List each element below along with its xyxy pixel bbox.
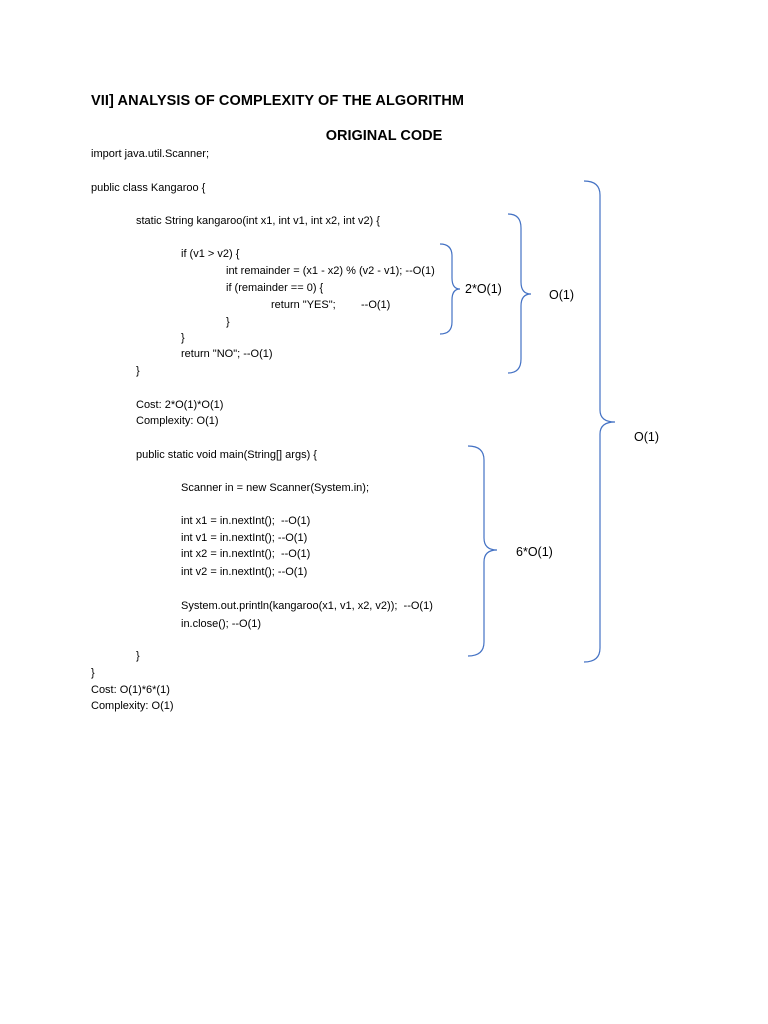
brace-inner-if — [439, 243, 461, 335]
code-line-return-yes: return "YES"; — [271, 299, 336, 311]
brace-kangaroo-method — [507, 213, 532, 374]
cost-line-main: Cost: O(1)*6*(1) — [91, 684, 170, 696]
code-line-v2: int v2 = in.nextInt(); --O(1) — [181, 566, 308, 578]
code-line-class-decl: public class Kangaroo { — [91, 182, 206, 194]
brace-whole-class — [583, 180, 616, 663]
annotation-kangaroo-method: O(1) — [549, 288, 574, 302]
code-line-if-v1: if (v1 > v2) { — [181, 248, 240, 260]
section-heading: VII] ANALYSIS OF COMPLEXITY OF THE ALGOR… — [91, 93, 465, 109]
complexity-line-main: Complexity: O(1) — [91, 700, 174, 712]
annotation-whole-class: O(1) — [634, 430, 659, 444]
code-line-close-main: } — [136, 650, 140, 662]
code-line-close-class: } — [91, 667, 95, 679]
code-line-close-scanner: in.close(); --O(1) — [181, 618, 262, 630]
code-line-println: System.out.println(kangaroo(x1, v1, x2, … — [181, 600, 433, 612]
annotation-main-method: 6*O(1) — [516, 545, 553, 559]
code-line-import: import java.util.Scanner; — [91, 148, 209, 160]
code-line-close-method: } — [136, 365, 140, 377]
code-line-close-inner: } — [226, 316, 230, 328]
code-line-return-no: return "NO"; --O(1) — [181, 348, 273, 360]
code-line-return-yes-cost: --O(1) — [361, 299, 391, 311]
code-line-x1: int x1 = in.nextInt(); --O(1) — [181, 515, 311, 527]
code-line-if-remainder: if (remainder == 0) { — [226, 282, 324, 294]
code-line-x2: int x2 = in.nextInt(); --O(1) — [181, 548, 311, 560]
cost-line-kangaroo: Cost: 2*O(1)*O(1) — [136, 399, 224, 411]
complexity-line-kangaroo: Complexity: O(1) — [136, 415, 219, 427]
annotation-inner-if: 2*O(1) — [465, 282, 502, 296]
code-line-remainder: int remainder = (x1 - x2) % (v2 - v1); -… — [226, 265, 435, 277]
section-subheading: ORIGINAL CODE — [325, 128, 443, 144]
code-line-kangaroo-signature: static String kangaroo(int x1, int v1, i… — [136, 215, 380, 227]
brace-main-method — [467, 445, 498, 657]
code-line-main-signature: public static void main(String[] args) { — [136, 449, 317, 461]
code-line-v1: int v1 = in.nextInt(); --O(1) — [181, 532, 308, 544]
code-line-close-if: } — [181, 332, 185, 344]
code-line-scanner: Scanner in = new Scanner(System.in); — [181, 482, 370, 494]
